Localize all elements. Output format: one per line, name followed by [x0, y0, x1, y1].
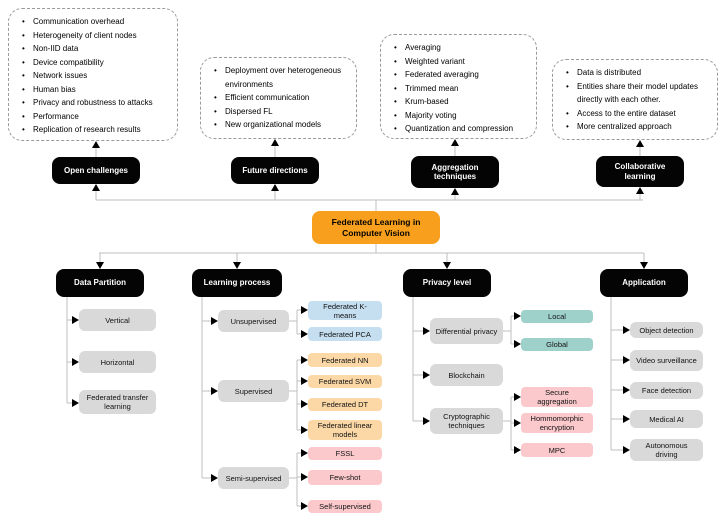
node-object-detection: Object detection: [630, 322, 703, 338]
bullet-item: Krum-based: [387, 95, 532, 109]
node-secure-aggregation: Secure aggregation: [521, 387, 593, 407]
branch-aggregation-techniques: Aggregation techniques: [411, 156, 499, 188]
bullet-item: New organizational models: [207, 118, 352, 132]
node-differential-privacy: Differential privacy: [430, 318, 503, 344]
node-federated-linear-models: Federated linear models: [308, 420, 382, 440]
bullet-item: Trimmed mean: [387, 82, 532, 96]
bullet-item: Access to the entire dataset: [559, 107, 713, 121]
node-video-surveillance: Video surveillance: [630, 350, 703, 371]
bullet-item: Efficient communication: [207, 91, 352, 105]
bullet-list: Averaging Weighted variant Federated ave…: [381, 35, 536, 136]
open-challenges-list: Communication overhead Heterogeneity of …: [8, 8, 178, 141]
bullet-item: Non-IID data: [15, 42, 173, 56]
node-few-shot: Few-shot: [308, 470, 382, 485]
bullet-item: More centralized approach: [559, 120, 713, 134]
node-autonomous-driving: Autonomous driving: [630, 439, 703, 461]
branch-application: Application: [600, 269, 688, 297]
bullet-item: Performance: [15, 110, 173, 124]
top-spine: [92, 139, 644, 201]
bullet-list: Communication overhead Heterogeneity of …: [9, 9, 177, 137]
bullet-list: Deployment over heterogeneous environmen…: [201, 58, 356, 132]
branch-data-partition: Data Partition: [56, 269, 144, 297]
node-vertical: Vertical: [79, 309, 156, 331]
node-federated-svm: Federated SVM: [308, 375, 382, 388]
aggregation-techniques-list: Averaging Weighted variant Federated ave…: [380, 34, 537, 139]
branch-collaborative-learning: Collaborative learning: [596, 156, 684, 187]
data-partition-links: [66, 297, 79, 407]
bullet-item: Federated averaging: [387, 68, 532, 82]
node-federated-dt: Federated DT: [308, 398, 382, 411]
node-medical-ai: Medical AI: [630, 410, 703, 428]
branch-open-challenges: Open challenges: [52, 157, 140, 184]
node-supervised: Supervised: [218, 380, 289, 402]
node-local: Local: [521, 310, 593, 323]
branch-privacy-level: Privacy level: [403, 269, 491, 297]
node-federated-k-means: Federated K-means: [308, 301, 382, 320]
node-self-supervised: Self-supervised: [308, 500, 382, 513]
bottom-spine: [96, 252, 648, 269]
bullet-item: Quantization and compression: [387, 122, 532, 136]
bullet-item: Heterogeneity of client nodes: [15, 29, 173, 43]
node-federated-nn: Federated NN: [308, 353, 382, 367]
bullet-item: Majority voting: [387, 109, 532, 123]
node-federated-transfer-learning: Federated transfer learning: [79, 390, 156, 414]
node-cryptographic-techniques: Cryptographic techniques: [430, 408, 503, 434]
bullet-item: Replication of research results: [15, 123, 173, 137]
bullet-item: Human bias: [15, 83, 173, 97]
bullet-item: Device compatibility: [15, 56, 173, 70]
branch-future-directions: Future directions: [231, 157, 319, 184]
node-face-detection: Face detection: [630, 382, 703, 399]
bullet-item: Network issues: [15, 69, 173, 83]
bullet-item: Averaging: [387, 41, 532, 55]
bullet-item: Privacy and robustness to attacks: [15, 96, 173, 110]
bullet-item: Data is distributed: [559, 66, 713, 80]
bullet-list: Data is distributed Entities share their…: [553, 60, 717, 134]
node-fssl: FSSL: [308, 447, 382, 460]
bullet-item: Deployment over heterogeneous environmen…: [207, 64, 352, 91]
node-horizontal: Horizontal: [79, 351, 156, 373]
node-semi-supervised: Semi-supervised: [218, 467, 289, 489]
collaborative-learning-list: Data is distributed Entities share their…: [552, 59, 718, 140]
branch-learning-process: Learning process: [192, 269, 282, 297]
root-node: Federated Learning in Computer Vision: [312, 211, 440, 244]
node-global: Global: [521, 338, 593, 351]
node-federated-pca: Federated PCA: [308, 327, 382, 341]
node-hommomorphic-encryption: Hommomorphic encryption: [521, 413, 593, 433]
node-unsupervised: Unsupervised: [218, 310, 289, 332]
node-blockchain: Blockchain: [430, 364, 503, 386]
bullet-item: Weighted variant: [387, 55, 532, 69]
future-directions-list: Deployment over heterogeneous environmen…: [200, 57, 357, 139]
application-links: [610, 297, 630, 454]
node-mpc: MPC: [521, 443, 593, 457]
bullet-item: Communication overhead: [15, 15, 173, 29]
bullet-item: Entities share their model updates direc…: [559, 80, 713, 107]
bullet-item: Dispersed FL: [207, 105, 352, 119]
